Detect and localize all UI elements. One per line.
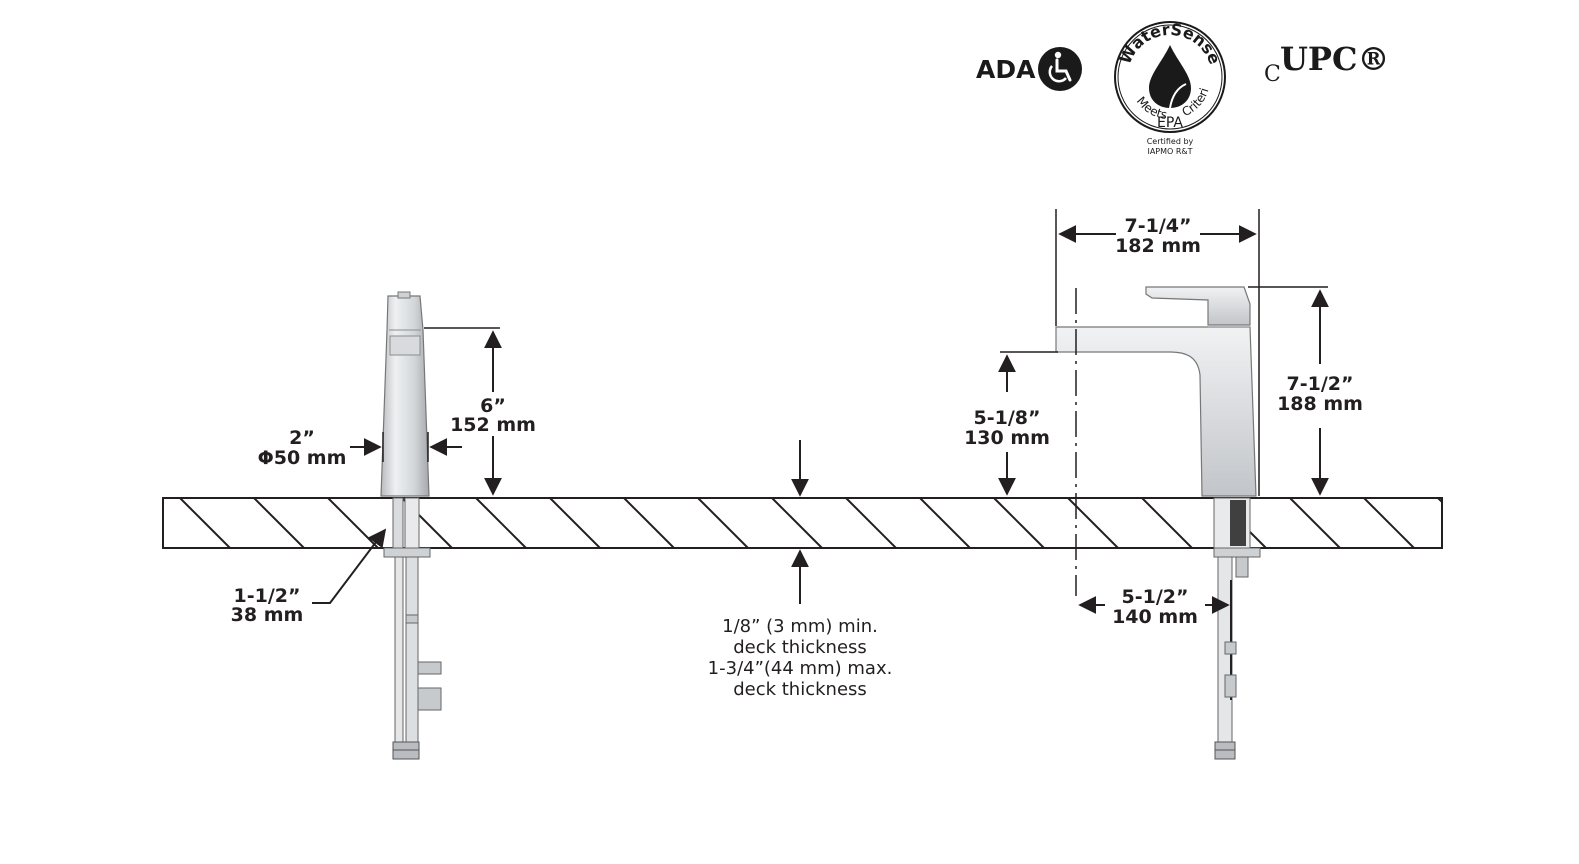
spout-height-in: 5-1/8”	[974, 407, 1041, 429]
overall-depth-mm: 182 mm	[1115, 235, 1201, 257]
deck-note-line1: 1/8” (3 mm) min.	[722, 616, 878, 637]
deck-note-line4: deck thickness	[733, 679, 867, 700]
upc-label: UPC®	[1280, 40, 1389, 78]
deck-hatch-line	[253, 498, 305, 548]
deck-hatch-line	[919, 498, 971, 548]
upc-prefix: C	[1264, 62, 1281, 87]
overall-depth-in: 7-1/4”	[1125, 215, 1192, 237]
side-view-faucet	[380, 291, 442, 760]
body-diameter-in: 2”	[289, 427, 315, 449]
deck-hatch-line	[771, 498, 823, 548]
body-diameter-mm: Φ50 mm	[258, 447, 347, 469]
dim-spout-height: 5-1/8” 130 mm	[964, 351, 1058, 496]
handle-height-mm: 152 mm	[450, 414, 536, 436]
dim-body-diameter: 2” Φ50 mm	[258, 427, 462, 469]
deck-hatch-line	[993, 498, 1045, 548]
wheelchair-icon	[1038, 47, 1082, 91]
dim-spout-reach: 5-1/2” 140 mm	[1078, 585, 1232, 628]
spout-height-mm: 130 mm	[964, 427, 1050, 449]
deck-hatch-line	[697, 498, 749, 548]
handle-height-in: 6”	[480, 395, 506, 417]
cupc-logo: C UPC®	[1264, 40, 1389, 87]
deck-hatch-line	[1363, 498, 1415, 548]
deck-note-line2: deck thickness	[733, 637, 867, 658]
dim-deck-thickness: 1/8” (3 mm) min. deck thickness 1-3/4”(4…	[708, 440, 893, 700]
watersense-iapmo: IAPMO R&T	[1147, 147, 1192, 156]
deck-hatch-line	[623, 498, 675, 548]
watersense-certified: Certified by	[1147, 137, 1194, 146]
shank-diameter-mm: 38 mm	[231, 604, 304, 626]
watersense-epa: EPA	[1157, 115, 1183, 131]
ada-logo: ADA	[976, 47, 1082, 91]
shank-diameter-in: 1-1/2”	[234, 585, 301, 607]
ada-label: ADA	[976, 55, 1036, 84]
deck-hatch-line	[845, 498, 897, 548]
deck-note-line3: 1-3/4”(44 mm) max.	[708, 658, 893, 679]
deck-hatch-line	[475, 498, 527, 548]
dim-overall-depth: 7-1/4” 182 mm	[1055, 209, 1260, 496]
dim-handle-height: 6” 152 mm	[424, 327, 536, 496]
dim-overall-height: 7-1/2” 188 mm	[1248, 286, 1363, 496]
spout-reach-mm: 140 mm	[1112, 606, 1198, 628]
deck-hatch-line	[1437, 498, 1442, 504]
deck-hatch-line	[179, 498, 231, 548]
dim-shank-diameter: 1-1/2” 38 mm	[231, 528, 387, 626]
overall-height-in: 7-1/2”	[1287, 373, 1354, 395]
water-drop-icon	[1149, 45, 1191, 109]
deck-hatch-line	[1141, 498, 1193, 548]
deck-hatch-line	[549, 498, 601, 548]
spout-reach-in: 5-1/2”	[1122, 586, 1189, 608]
deck-section	[162, 497, 1443, 549]
deck-hatch-line	[1289, 498, 1341, 548]
overall-height-mm: 188 mm	[1277, 393, 1363, 415]
